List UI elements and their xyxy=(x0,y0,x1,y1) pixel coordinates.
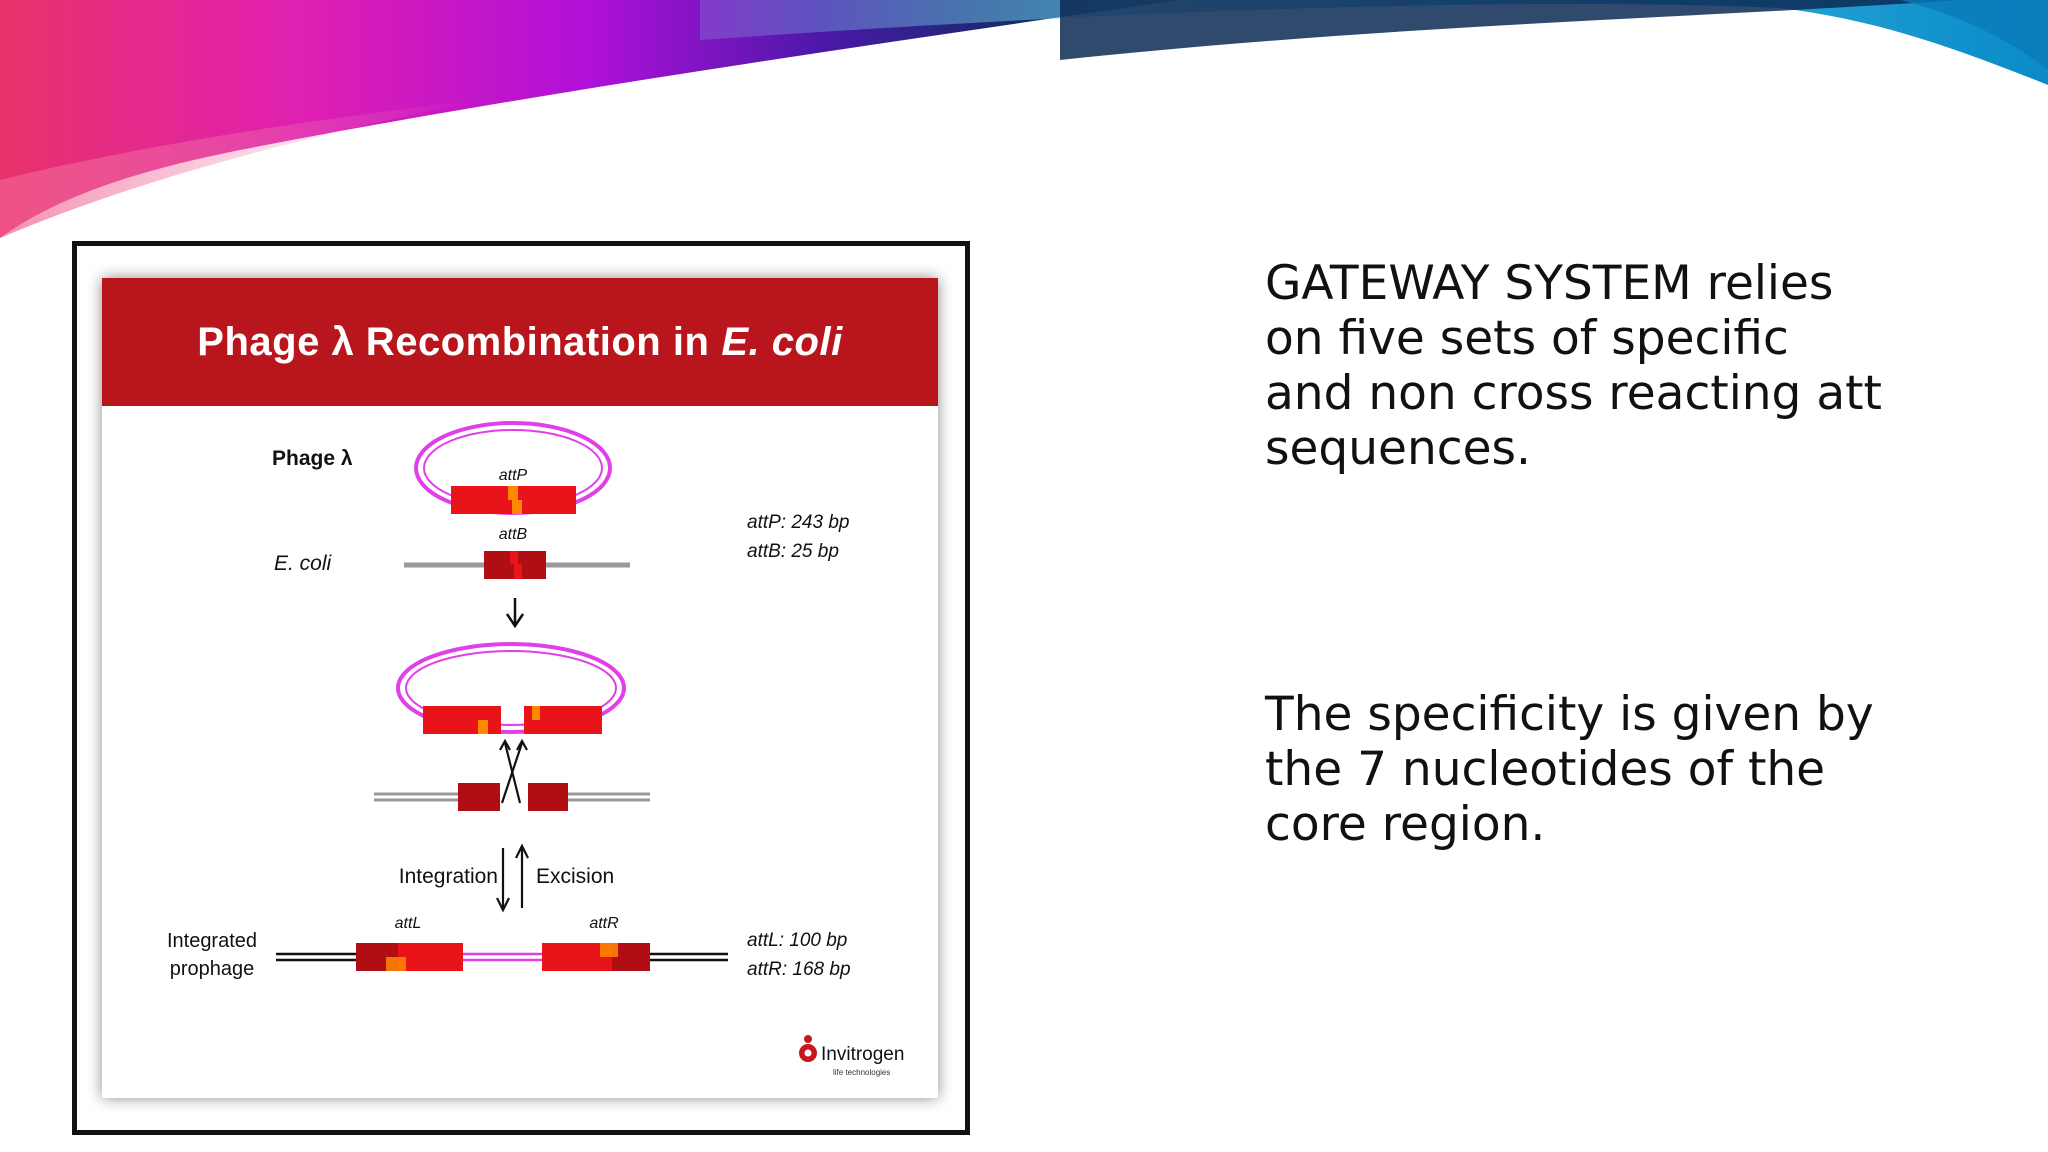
down-arrow-icon xyxy=(505,598,525,629)
label-excision: Excision xyxy=(536,865,614,888)
label-integrated-1: Integrated xyxy=(167,930,257,952)
synapsis-core-top xyxy=(478,706,540,734)
synapsis-bacterial-right xyxy=(528,783,568,811)
label-attL: attL xyxy=(395,915,422,932)
size-attB: attB: 25 bp xyxy=(747,541,839,562)
label-attB: attB xyxy=(499,526,528,543)
label-attR: attR xyxy=(589,915,619,932)
label-ecoli: E. coli xyxy=(274,552,333,575)
integration-arrow-icon xyxy=(496,848,510,913)
figure-title-italic: E. coli xyxy=(721,319,843,364)
synapsis-phage-left xyxy=(423,706,501,734)
size-attP: attP: 243 bp xyxy=(747,512,849,533)
logo-subtext: life technologies xyxy=(833,1068,890,1077)
label-attP: attP xyxy=(499,467,528,484)
label-integration: Integration xyxy=(399,865,498,888)
synapsis-circle-inner xyxy=(405,650,617,726)
synapsis-circle-outer xyxy=(396,642,626,734)
logo-text: Invitrogen xyxy=(821,1044,904,1065)
size-attR: attR: 168 bp xyxy=(747,959,851,980)
label-integrated-2: prophage xyxy=(170,958,255,980)
slide-paragraph-2: The specificity is given by the 7 nucleo… xyxy=(1265,687,1874,852)
attR-segment-bacterial xyxy=(612,943,650,971)
figure-title: Phage λ Recombination in E. coli xyxy=(102,278,938,406)
invitrogen-logo: Invitrogen life technologies xyxy=(799,1035,904,1077)
label-phage: Phage λ xyxy=(272,447,353,470)
strand-exchange-icon xyxy=(499,738,528,804)
recombination-diagram: Phage λ E. coli Integrated prophage attP… xyxy=(167,421,904,1077)
recombination-figure: Phage λ Recombination in E. coli Phage λ… xyxy=(102,278,938,1098)
figure-title-main: Phage λ Recombination in xyxy=(197,319,710,364)
attL-core xyxy=(386,957,406,971)
synapsis-bacterial-left xyxy=(458,783,500,811)
size-attL: attL: 100 bp xyxy=(747,930,847,951)
attP-core xyxy=(508,486,522,514)
slide-paragraph-1: GATEWAY SYSTEM relies on five sets of sp… xyxy=(1265,256,1882,476)
attL-segment-phage xyxy=(398,943,463,971)
decorative-banner xyxy=(0,0,2048,238)
attR-core xyxy=(600,943,618,957)
attB-core xyxy=(510,551,522,579)
excision-arrow-icon xyxy=(515,843,529,908)
